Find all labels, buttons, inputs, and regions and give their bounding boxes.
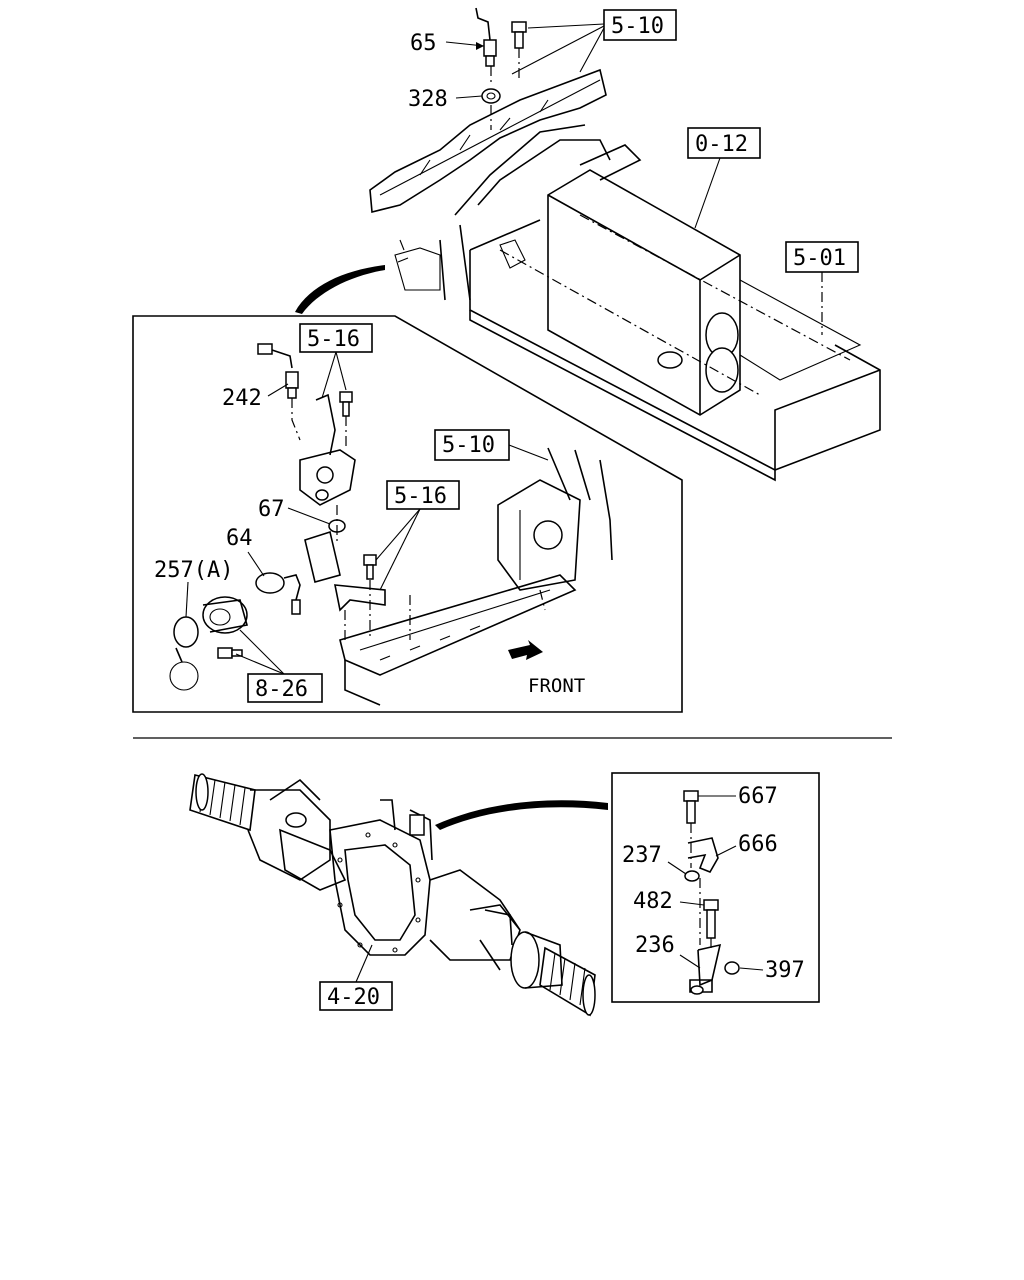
callout-237: 237 [622, 843, 662, 868]
ref-4-20: 4-20 [327, 985, 380, 1010]
front-direction-arrow [508, 640, 543, 660]
callout-667: 667 [738, 784, 778, 809]
callout-328: 328 [408, 87, 448, 112]
inset-sensor-242 [257, 343, 301, 441]
callout-397: 397 [765, 958, 805, 983]
inset-bracket-5-16 [334, 554, 386, 640]
detail-leader-arrow-bottom [435, 800, 608, 830]
callout-482: 482 [633, 889, 673, 914]
clip-666 [687, 837, 719, 874]
nut-237 [684, 870, 700, 882]
ref-box-5-10-top [603, 9, 677, 41]
ref-5-10-top: 5-10 [611, 14, 664, 39]
nut-397 [724, 961, 740, 975]
inset-bracket-assembly [299, 391, 356, 506]
ref-box-5-10-mid [434, 429, 510, 461]
ref-8-26: 8-26 [255, 677, 308, 702]
inset-frame-rail-drawing [339, 447, 613, 706]
washer-328 [481, 88, 501, 104]
frame-crossmember-drawing [369, 68, 642, 301]
detail-leader-arrow-top [295, 265, 385, 314]
callout-666: 666 [738, 832, 778, 857]
callout-65: 65 [410, 31, 437, 56]
ref-box-5-16-b [386, 480, 460, 510]
bolt-482 [703, 899, 719, 939]
fuel-tank-drawing [469, 169, 881, 482]
callout-236: 236 [635, 933, 675, 958]
callout-242: 242 [222, 386, 262, 411]
sender-unit-65 [475, 7, 497, 67]
ref-box-4-20 [319, 981, 393, 1011]
bracket-detail-inset-frame [611, 772, 820, 1003]
inset-housing-257a [169, 596, 249, 691]
ref-0-12: 0-12 [695, 132, 748, 157]
bolt-667 [683, 790, 699, 824]
inset-nut-67 [328, 505, 346, 545]
ref-box-0-12 [687, 127, 761, 159]
callout-257a: 257(A) [154, 558, 233, 583]
bracket-236 [689, 943, 722, 995]
inset-gasket-plate [304, 530, 341, 583]
ref-box-5-16-a [299, 323, 373, 353]
front-label: FRONT [528, 675, 585, 697]
ref-5-10-mid: 5-10 [442, 433, 495, 458]
ref-5-16-a: 5-16 [307, 327, 360, 352]
inset-switch-64 [255, 572, 301, 615]
callout-67: 67 [258, 497, 285, 522]
ref-5-01: 5-01 [793, 246, 846, 271]
rear-axle-housing-drawing [189, 773, 596, 1017]
callout-64: 64 [226, 526, 253, 551]
bolt-5-10-top [511, 21, 527, 49]
ref-box-8-26 [247, 673, 323, 703]
detail-inset-frame [132, 315, 683, 713]
ref-5-16-b: 5-16 [394, 484, 447, 509]
